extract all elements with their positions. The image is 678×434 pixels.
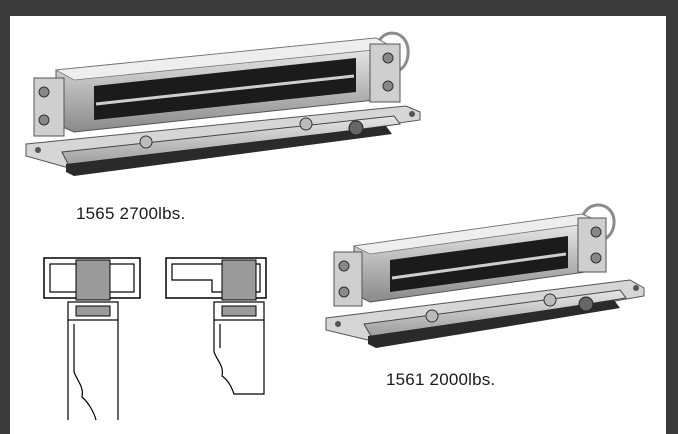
product-caption-1561: 1561 2000lbs.: [386, 370, 496, 389]
product-image-1565: [25, 31, 421, 176]
product-image-1561: [325, 203, 645, 348]
product-caption-1565: 1565 2700lbs.: [76, 204, 186, 223]
product-sheet-panel: 1565 2700lbs.: [10, 16, 666, 434]
mounting-cross-section-diagram: [43, 257, 267, 421]
